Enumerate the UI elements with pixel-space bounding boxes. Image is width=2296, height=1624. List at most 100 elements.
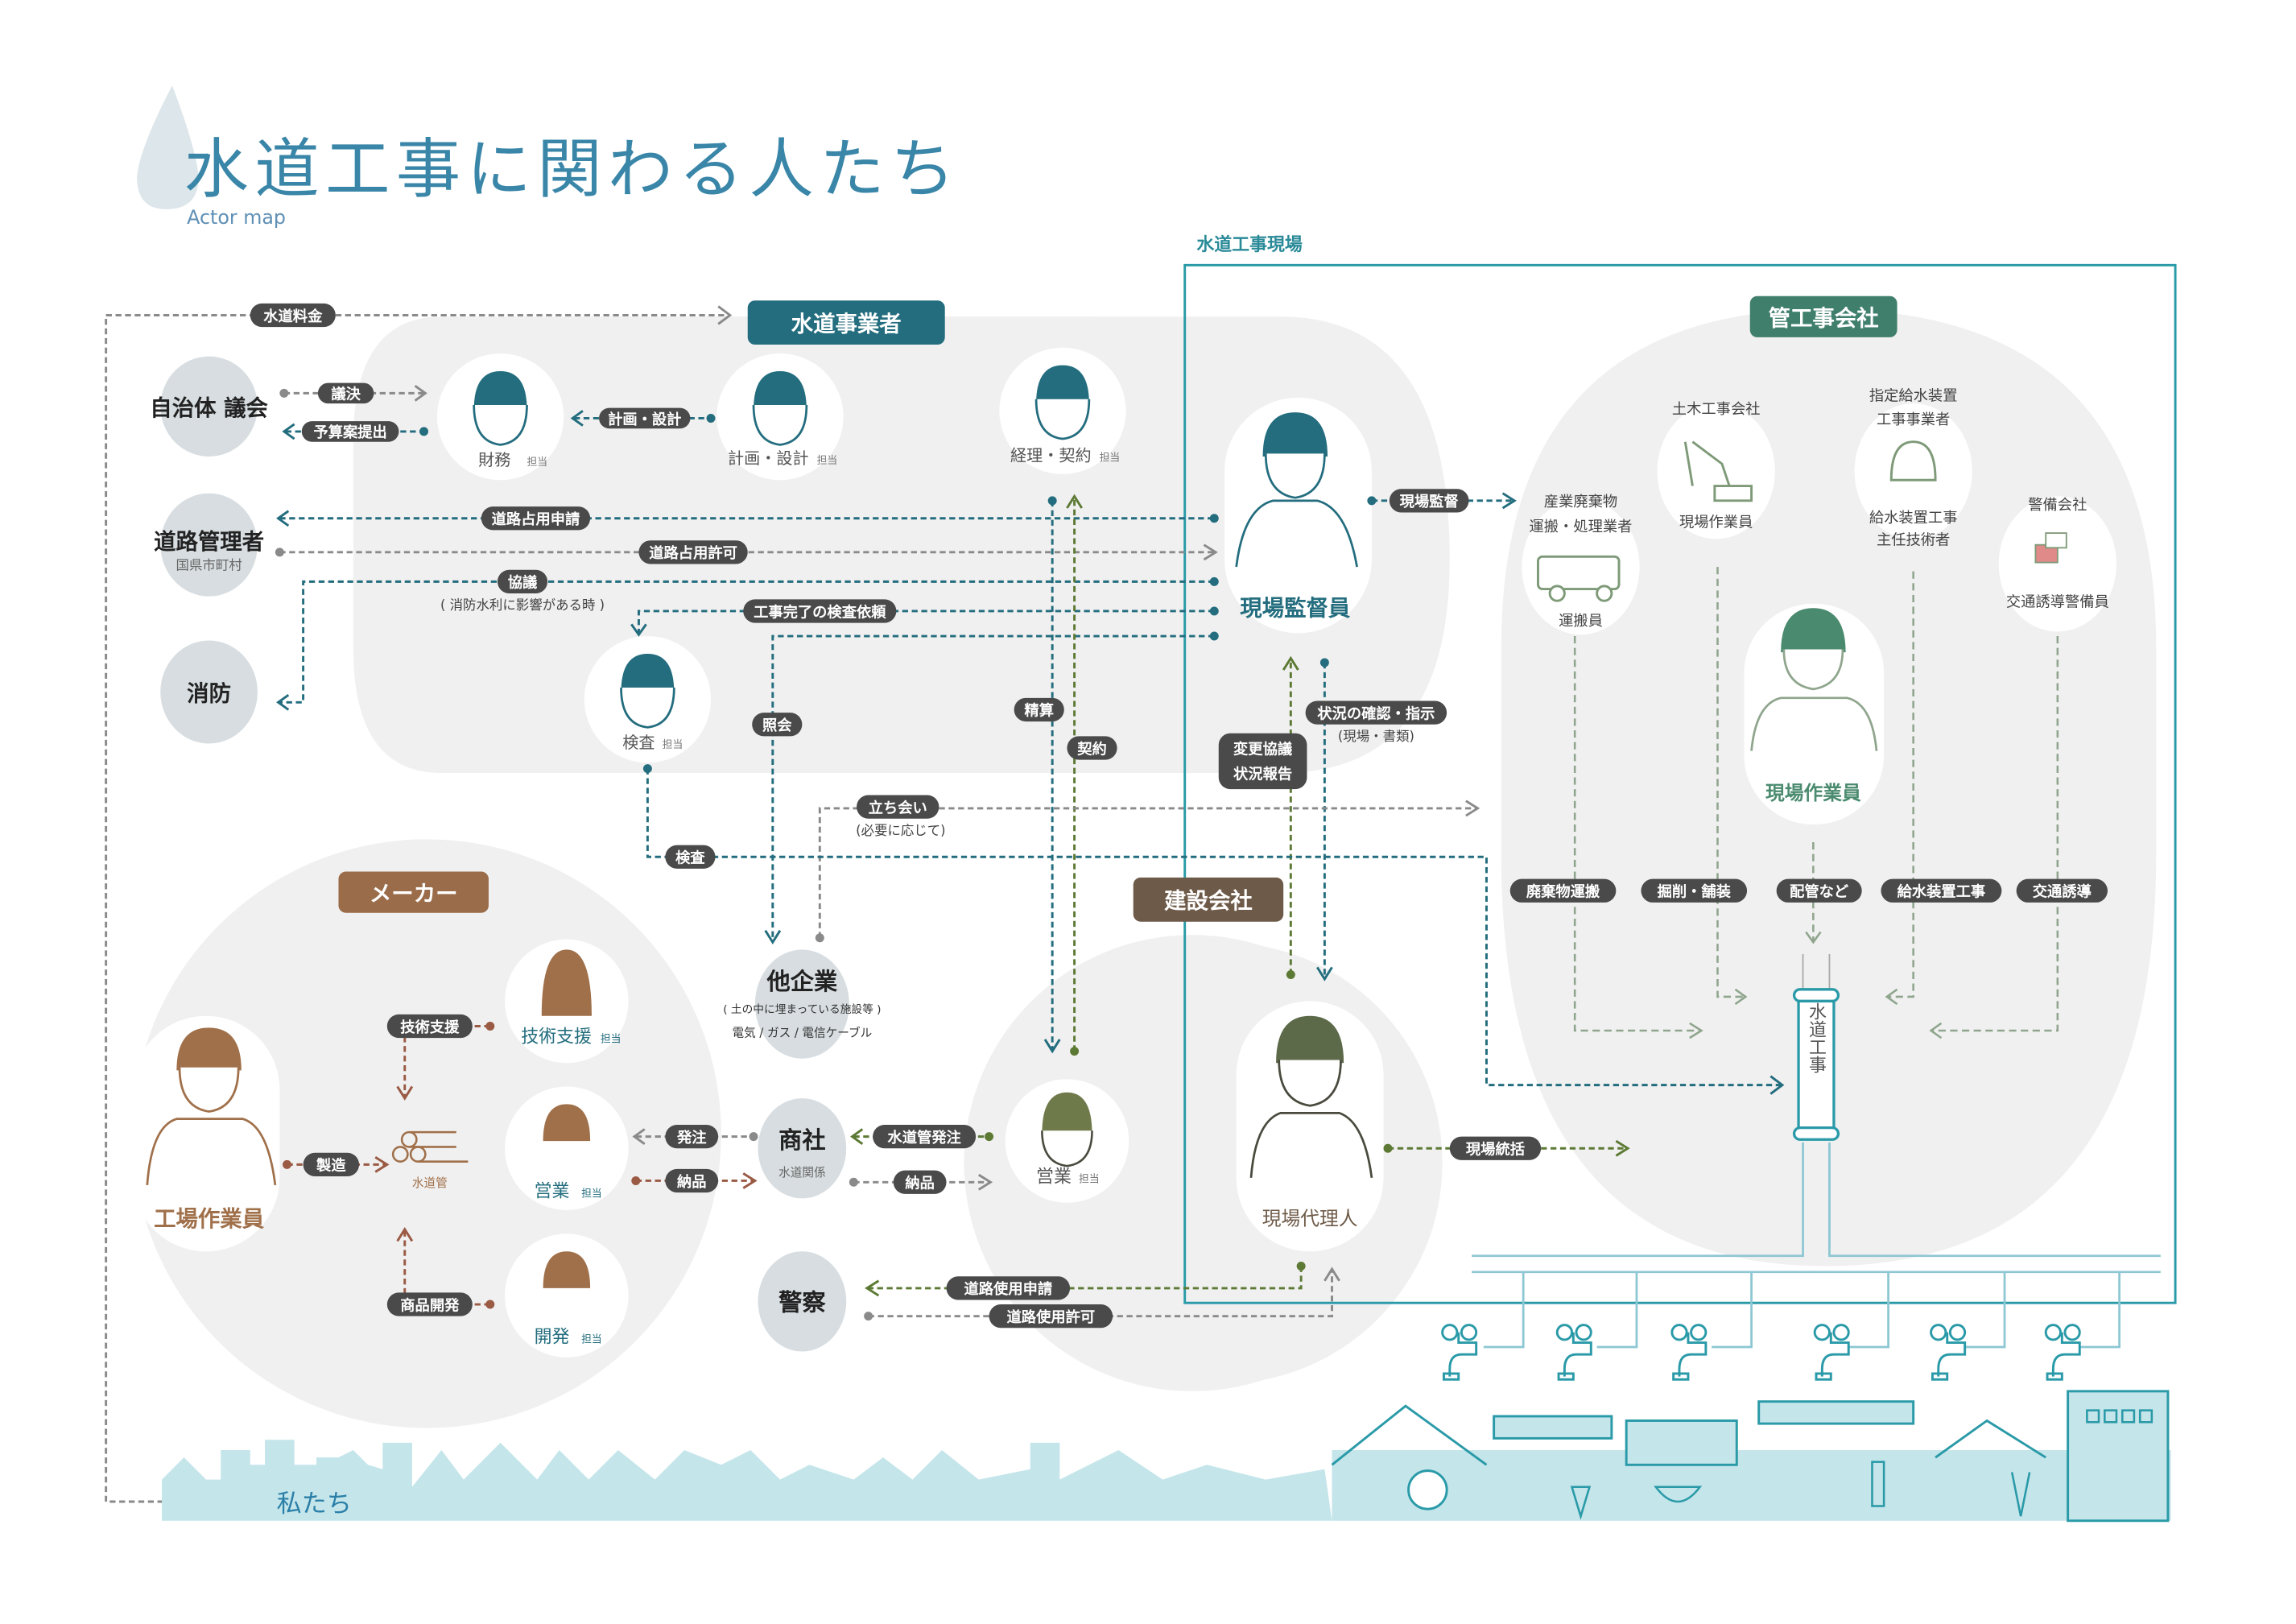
svg-text:担当: 担当	[527, 457, 547, 469]
svg-text:予算案提出: 予算案提出	[313, 424, 386, 441]
svg-text:道路使用申請: 道路使用申請	[964, 1280, 1053, 1298]
svg-text:給水装置工事: 給水装置工事	[1898, 883, 1986, 901]
svg-text:担当: 担当	[663, 739, 683, 751]
svg-text:変更協議: 変更協議	[1233, 740, 1293, 758]
flow-delivery-trading: 納品	[849, 1170, 993, 1194]
svg-text:工場作業員: 工場作業員	[154, 1207, 265, 1232]
ramen-bowl-icon	[1654, 1486, 1703, 1503]
subcontract-labels: 廃棄物運搬 掘削・舗装 配管など 給水装置工事 交通誘導	[1509, 878, 2108, 903]
svg-text:道路占用許可: 道路占用許可	[649, 544, 737, 562]
sub-security: 警備会社 交通誘導警備員	[1998, 496, 2116, 632]
svg-text:道路使用許可: 道路使用許可	[1007, 1308, 1096, 1326]
actor-trading-company: 商社 水道関係	[758, 1098, 847, 1199]
site-frame-label: 水道工事現場	[1196, 234, 1303, 255]
svg-text:水道工事: 水道工事	[1807, 1002, 1827, 1073]
svg-text:建設会社: 建設会社	[1164, 888, 1253, 914]
svg-text:道路占用申請: 道路占用申請	[492, 510, 580, 528]
svg-text:現場代理人: 現場代理人	[1262, 1207, 1358, 1229]
svg-text:担当: 担当	[581, 1334, 602, 1346]
flow-inquiry: 照会	[752, 631, 1219, 945]
helmet-icon	[1889, 440, 1937, 481]
svg-text:指定給水装置: 指定給水装置	[1869, 388, 1958, 405]
flow-delivery-maker: 納品	[631, 1168, 758, 1193]
svg-text:工事完了の検査依頼: 工事完了の検査依頼	[754, 603, 886, 621]
staff-accounting: 経理・契約 担当	[999, 347, 1126, 474]
site-frame	[1183, 263, 2177, 1304]
svg-text:営業: 営業	[1036, 1167, 1072, 1187]
svg-text:水道管発注: 水道管発注	[887, 1129, 960, 1147]
svg-text:協議: 協議	[508, 574, 538, 592]
flow-inspect: 検査	[642, 764, 1785, 1095]
actor-fire-dept: 消防	[160, 640, 258, 744]
svg-text:立ち会い: 立ち会い	[869, 799, 927, 816]
svg-text:技術支援: 技術支援	[400, 1019, 460, 1036]
svg-text:財務: 財務	[478, 450, 510, 469]
svg-text:他企業: 他企業	[766, 968, 837, 995]
svg-text:水道料金: 水道料金	[263, 308, 323, 325]
flow-witness: 立ち会い (必要に応じて)	[815, 795, 1480, 943]
svg-text:消防: 消防	[187, 681, 231, 706]
flow-budget: 予算案提出	[282, 421, 429, 442]
svg-text:契約: 契約	[1076, 740, 1107, 758]
svg-text:計画・設計: 計画・設計	[608, 411, 681, 428]
actor-police: 警察	[758, 1251, 847, 1352]
water-distribution	[1472, 1142, 2161, 1349]
flow-pipe-order: 水道管発注	[850, 1124, 994, 1149]
svg-text:土木工事会社: 土木工事会社	[1672, 401, 1761, 418]
svg-text:状況の確認・指示: 状況の確認・指示	[1317, 705, 1435, 722]
staff-site-agent: 現場代理人	[1236, 1001, 1384, 1252]
staff-site-worker: 現場作業員	[1744, 603, 1885, 825]
faucet-icon	[2044, 1324, 2081, 1381]
svg-text:警察: 警察	[778, 1288, 826, 1316]
badge-construction: 建設会社	[1133, 877, 1284, 922]
svg-text:掘削・舗装: 掘削・舗装	[1658, 883, 1732, 901]
flow-consult: 協議 ( 消防水利に影響がある時 )	[276, 569, 1219, 711]
svg-text:現場監督員: 現場監督員	[1240, 596, 1351, 621]
staff-sales-maker: 営業 担当	[505, 1086, 629, 1211]
svg-text:メーカー: メーカー	[370, 882, 458, 907]
water-drop-icon	[137, 85, 199, 209]
person-face-icon	[1407, 1469, 1448, 1510]
svg-text:検査: 検査	[675, 849, 705, 867]
svg-text:( 土の中に埋まっている施設等 ): ( 土の中に埋まっている施設等 )	[723, 1002, 881, 1016]
faucet-icon	[1813, 1324, 1850, 1381]
flow-manufacture: 製造	[283, 1152, 390, 1176]
svg-text:発注: 発注	[676, 1129, 707, 1147]
staff-tech-support: 技術支援 担当	[505, 939, 629, 1064]
svg-text:現場作業員: 現場作業員	[1679, 514, 1753, 531]
actor-council: 自治体 議会	[150, 356, 268, 457]
flow-change-report: 変更協議 状況報告	[1218, 655, 1307, 980]
svg-text:経理・契約: 経理・契約	[1010, 445, 1092, 465]
sub-civil: 土木工事会社 現場作業員	[1657, 401, 1775, 539]
faucet-icon	[1441, 1324, 1478, 1381]
staff-dev: 開発 担当	[505, 1233, 629, 1357]
faucet-icon	[1555, 1324, 1592, 1381]
svg-text:照会: 照会	[762, 717, 792, 734]
staff-sales-construction: 営業 担当	[1005, 1079, 1129, 1203]
svg-text:交通誘導警備員: 交通誘導警備員	[2006, 593, 2109, 610]
svg-text:現場監督: 現場監督	[1400, 493, 1459, 510]
flow-settlement: 精算	[1014, 496, 1064, 1054]
badge-pipe-company: 管工事会社	[1749, 295, 1898, 337]
svg-text:道路管理者: 道路管理者	[154, 529, 264, 555]
flow-road-use-permit: 道路使用許可	[864, 1267, 1340, 1329]
svg-text:水道管: 水道管	[412, 1176, 448, 1190]
faucet-icon	[1930, 1324, 1967, 1381]
svg-text:担当: 担当	[601, 1034, 621, 1046]
svg-text:担当: 担当	[1079, 1173, 1100, 1185]
actor-road-admin: 道路管理者 国県市町村	[154, 493, 264, 597]
staff-site-supervisor: 現場監督員	[1224, 397, 1372, 634]
staff-finance: 財務 担当	[436, 353, 564, 481]
badge-water-utility: 水道事業者	[747, 300, 945, 345]
sub-supply: 指定給水装置 工事事業者 給水装置工事 主任技術者	[1854, 388, 1972, 549]
faucet-icon	[1670, 1324, 1708, 1381]
svg-text:納品: 納品	[677, 1173, 707, 1191]
flow-site-management: 現場統括	[1383, 1136, 1630, 1160]
flow-site-supervision: 現場監督	[1367, 489, 1517, 513]
staff-factory: 工場作業員	[132, 1015, 280, 1252]
svg-text:運搬員: 運搬員	[1559, 613, 1603, 630]
badge-maker: メーカー	[338, 871, 489, 913]
svg-text:水道事業者: 水道事業者	[791, 312, 902, 337]
carrot-icon	[1570, 1486, 1592, 1520]
svg-text:計画・設計: 計画・設計	[728, 448, 809, 468]
